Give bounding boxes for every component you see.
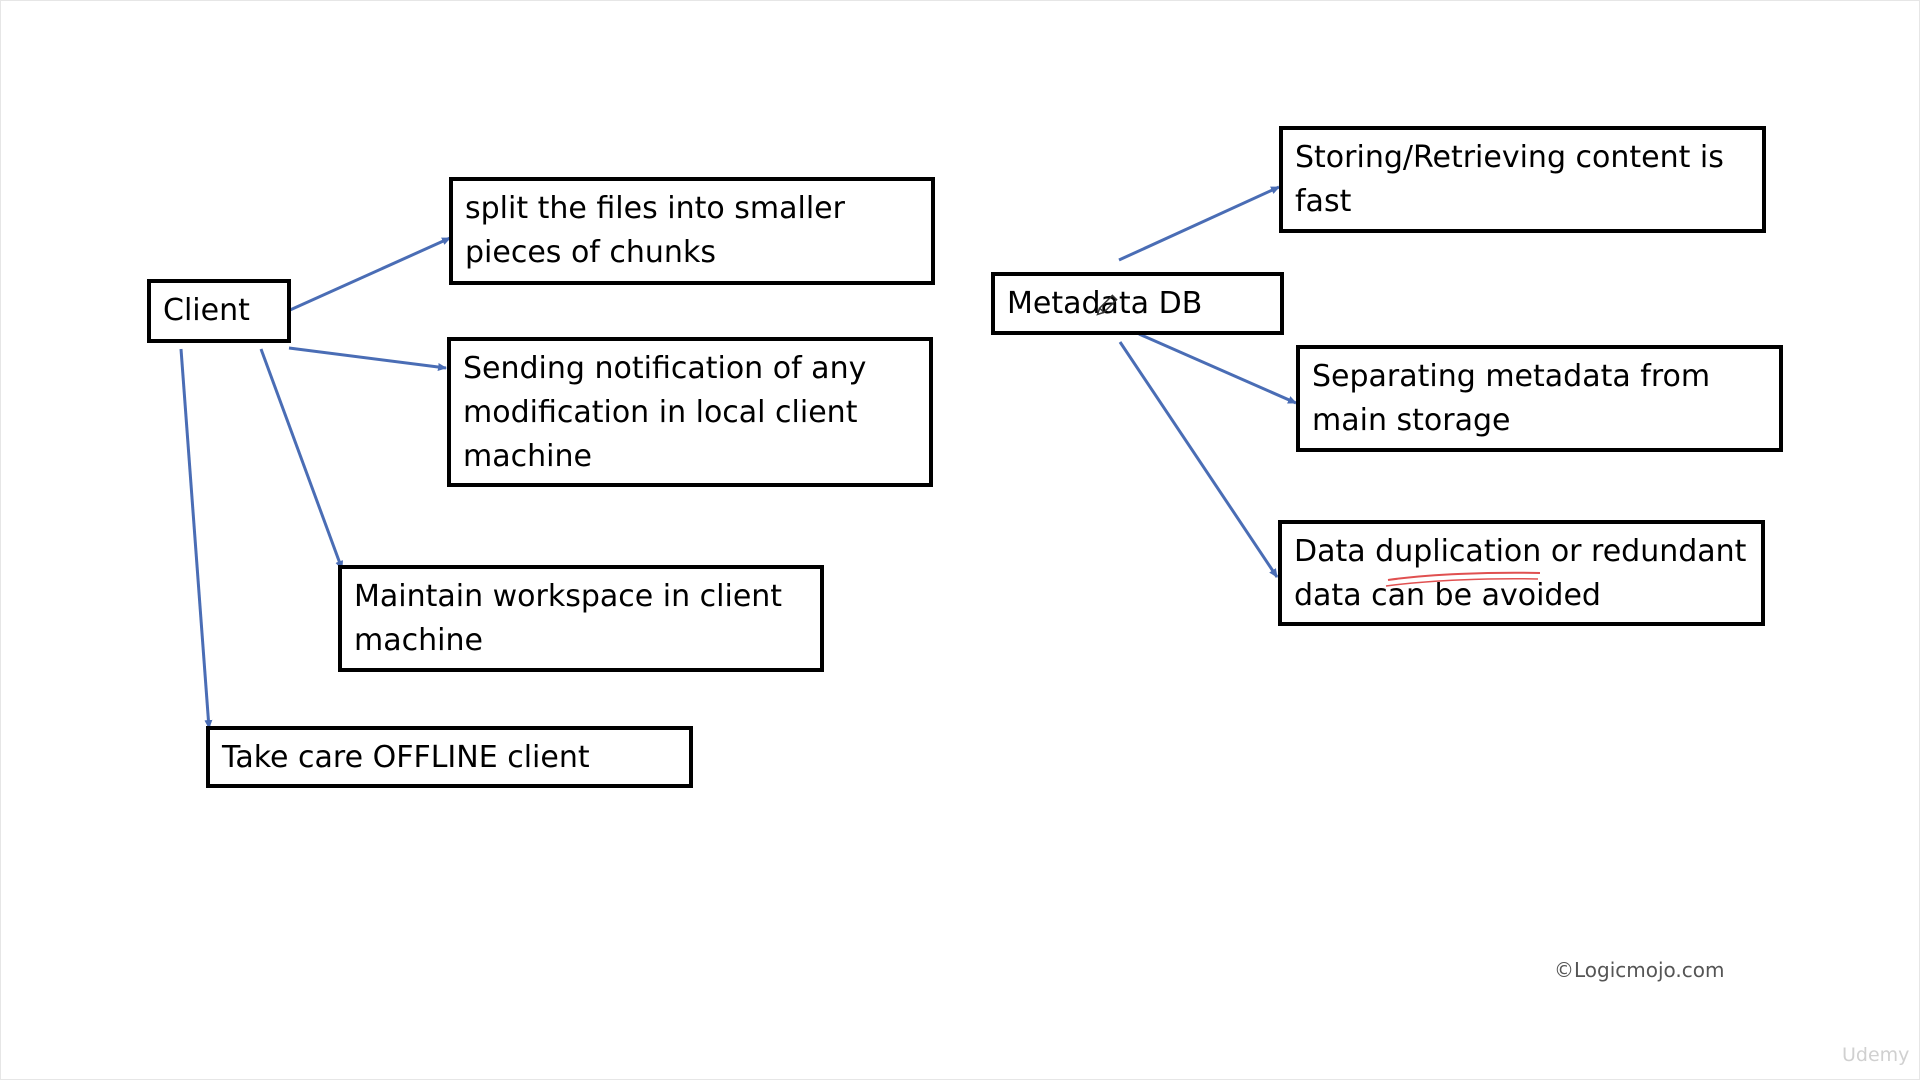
offline-client-box: Take care OFFLINE client — [206, 726, 693, 788]
data-duplication-box: Data duplication or redundant data can b… — [1278, 520, 1765, 626]
metadata-db-box: Metadata DB — [991, 272, 1284, 335]
brand-logo: Udemy — [1842, 1044, 1910, 1066]
split-files-box: split the files into smaller pieces of c… — [449, 177, 935, 285]
copyright-watermark: ©Logicmojo.com — [1554, 958, 1725, 982]
sending-notification-box: Sending notification of any modification… — [447, 337, 933, 487]
storing-retrieving-box: Storing/Retrieving content is fast — [1279, 126, 1766, 233]
separating-metadata-box: Separating metadata from main storage — [1296, 345, 1783, 452]
client-box: Client — [147, 279, 291, 343]
maintain-workspace-box: Maintain workspace in client machine — [338, 565, 824, 672]
